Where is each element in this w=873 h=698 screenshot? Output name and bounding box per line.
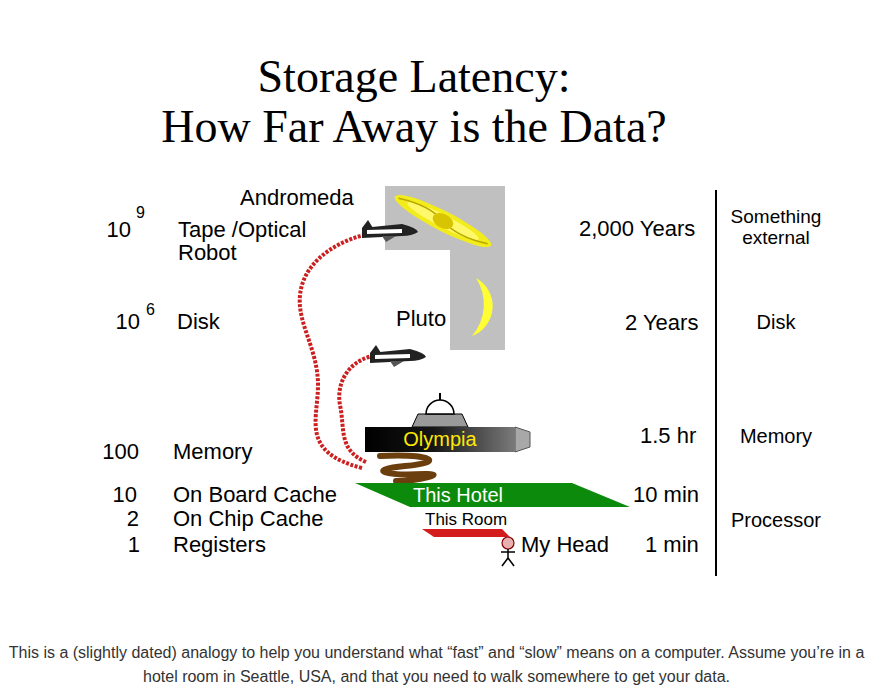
shuttle-tail <box>370 345 381 353</box>
latency-time: 1.5 hr <box>640 425 696 447</box>
shuttle-stripe <box>375 354 410 359</box>
galaxy-arm <box>397 195 490 248</box>
space-region <box>385 186 505 350</box>
figure-leg <box>508 558 514 566</box>
dome <box>426 400 454 414</box>
figure-body <box>507 549 509 558</box>
hotel-floor-fill <box>355 483 630 507</box>
diagram-title: Storage Latency: How Far Away is the Dat… <box>64 52 764 152</box>
storage-tier: On Board Cache <box>173 484 337 506</box>
figure-leg <box>502 558 508 566</box>
dome-spire <box>439 393 441 400</box>
shuttle-stripe <box>367 229 402 234</box>
shuttle-tail <box>362 220 373 228</box>
hotel-floor: This Hotel <box>355 483 630 507</box>
walking-path <box>380 456 434 481</box>
column-divider <box>715 190 717 576</box>
space-shuttle <box>362 220 418 242</box>
stick-figure <box>501 537 515 566</box>
space-shuttle <box>370 345 426 367</box>
latency-time: 10 min <box>633 484 699 506</box>
shuttle-body <box>370 349 426 363</box>
person-label: My Head <box>521 534 609 556</box>
moon-crescent <box>472 278 493 336</box>
city-building: Olympia <box>365 427 515 452</box>
power-of-ten: 10 <box>116 311 140 333</box>
latency-time: 2,000 Years <box>579 218 695 240</box>
dome-base <box>412 414 468 427</box>
power-of-ten: 100 <box>102 441 139 463</box>
figure-caption: This is a (slightly dated) analogy to he… <box>8 641 865 689</box>
category-label: Disk <box>711 312 841 332</box>
category-label: Something external <box>716 206 836 248</box>
galaxy-core <box>430 210 456 232</box>
exponent: 6 <box>146 302 155 318</box>
storage-tier: Memory <box>173 441 252 463</box>
shuttle-wing <box>390 361 404 367</box>
building-side <box>515 427 530 452</box>
storage-tier: Registers <box>173 534 266 556</box>
node-text: This Room <box>425 511 507 529</box>
exponent: 9 <box>136 205 145 221</box>
latency-time: 1 min <box>645 534 699 556</box>
storage-tier: Tape /Optical Robot <box>178 218 328 264</box>
node-body: This Hotel <box>355 483 573 507</box>
storage-tier: On Chip Cache <box>173 508 323 530</box>
analogy-place: Pluto <box>396 308 446 330</box>
room-floor-fill <box>422 529 510 537</box>
power-of-ten: 10 <box>113 484 137 506</box>
category-label: Memory <box>711 426 841 446</box>
category-label: Processor <box>711 510 841 530</box>
power-of-ten: 2 <box>127 508 139 530</box>
node-body: This Room <box>420 511 515 537</box>
storage-tier: Disk <box>177 311 220 333</box>
galaxy <box>390 188 495 255</box>
analogy-place: Andromeda <box>240 187 354 209</box>
power-of-ten: 1 <box>128 534 140 556</box>
figure-head <box>502 537 514 549</box>
power-of-ten: 10 <box>107 219 131 241</box>
node-text: Olympia <box>403 427 476 452</box>
galaxy-disk <box>390 188 495 255</box>
node-text: This Hotel <box>413 484 503 506</box>
room-floor: This Room <box>420 511 520 537</box>
figure-arms <box>501 551 515 553</box>
shuttle-body <box>362 224 418 238</box>
galaxy-inner <box>405 197 482 244</box>
shuttle-wing <box>382 236 396 242</box>
node-body: Olympia <box>399 427 480 452</box>
latency-time: 2 Years <box>625 312 698 334</box>
